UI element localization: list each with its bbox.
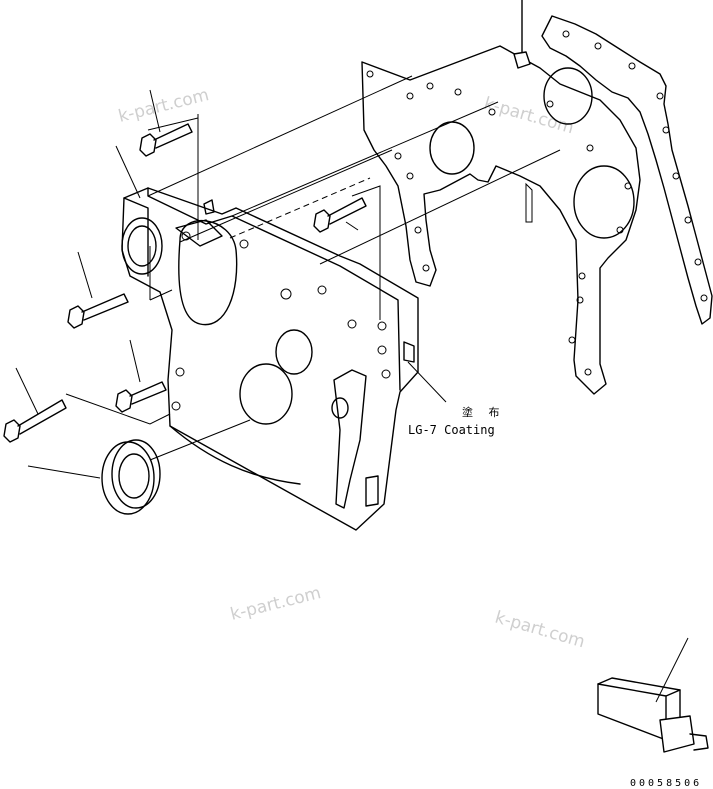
bolt-3 — [67, 251, 129, 329]
coating-label-en: LG-7 Coating — [408, 423, 495, 437]
leader-lines — [115, 0, 523, 199]
watermark-4: k-part.com — [493, 608, 587, 653]
installer-tool — [597, 637, 709, 753]
oil-seal — [27, 439, 161, 515]
dowel-pin — [513, 0, 531, 69]
bolt-1 — [139, 89, 193, 157]
assembly-lines — [65, 75, 561, 461]
bolt-5 — [3, 367, 67, 443]
coating-label-jp: 塗 布 — [462, 405, 506, 419]
outer-gasket — [541, 15, 713, 325]
watermark-1: k-part.com — [116, 85, 211, 127]
bolt-2 — [313, 197, 367, 233]
watermark-3: k-part.com — [228, 583, 323, 625]
drawing-code: 00058506 — [630, 778, 702, 789]
watermark-2: k-part.com — [482, 94, 576, 139]
front-cover — [121, 187, 419, 531]
bolt-4 — [115, 339, 167, 413]
